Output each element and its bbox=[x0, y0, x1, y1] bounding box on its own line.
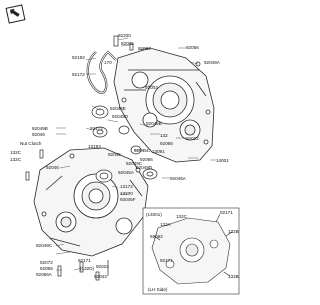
part-label: 92022 bbox=[96, 264, 109, 269]
part-label: 92045B bbox=[146, 121, 162, 126]
part-label: 92171 bbox=[160, 258, 173, 263]
part-label: 92066A bbox=[36, 272, 52, 277]
part-label: (132D) bbox=[80, 266, 95, 271]
part-label: 92171 bbox=[78, 258, 91, 263]
part-label: 92062 bbox=[138, 46, 151, 51]
part-label: 92045F bbox=[120, 197, 136, 202]
part-label: 132C bbox=[176, 214, 187, 219]
part-label: 92171 bbox=[220, 210, 233, 215]
part-label: 92022 bbox=[186, 136, 199, 141]
part-label: 13172 bbox=[120, 184, 133, 189]
part-label: 92072 bbox=[40, 260, 53, 265]
part-label: 170 bbox=[104, 60, 112, 65]
crankcase-exploded-diagram: ⬉ bbox=[5, 3, 240, 295]
part-label: 92046 bbox=[46, 165, 59, 170]
lh-side-inset bbox=[142, 207, 240, 295]
part-label: 132C bbox=[10, 157, 21, 162]
right-crankcase-half bbox=[113, 47, 215, 163]
part-label: 92049C bbox=[126, 161, 143, 166]
part-label: 132A bbox=[160, 222, 171, 227]
part-label: 92200 bbox=[118, 33, 131, 38]
leader-lines bbox=[55, 37, 216, 271]
part-label: 92066 bbox=[186, 45, 199, 50]
part-label: 92192 bbox=[72, 55, 85, 60]
part-label: 92043 bbox=[94, 274, 107, 279]
bolts bbox=[25, 35, 134, 281]
part-label: 92049B bbox=[32, 126, 48, 131]
part-label: 92045A bbox=[118, 170, 134, 175]
part-label: 92062 bbox=[150, 234, 163, 239]
part-label: 13270 bbox=[120, 191, 133, 196]
part-label: 92066 bbox=[160, 141, 173, 146]
part-label: 92049C bbox=[36, 243, 53, 248]
part-label: 92005 bbox=[121, 41, 134, 46]
part-label: 92045 bbox=[108, 152, 121, 157]
nut-clutch-label: Nut Clutch bbox=[20, 141, 42, 146]
part-label: 13183 bbox=[88, 144, 101, 149]
left-crankcase-half bbox=[33, 147, 149, 257]
part-label: 92065 bbox=[40, 266, 53, 271]
part-label: 132B bbox=[228, 229, 239, 234]
part-label: 92049D bbox=[136, 165, 153, 170]
part-label: 92046A bbox=[170, 176, 186, 181]
part-label: 132 bbox=[160, 133, 168, 138]
part-label: 92172 bbox=[72, 72, 85, 77]
part-label: 132B bbox=[228, 274, 239, 279]
part-label: 13091 bbox=[152, 149, 165, 154]
part-label: 92045E bbox=[110, 106, 126, 111]
part-label: 14001 bbox=[216, 158, 229, 163]
part-label: 92046 bbox=[32, 132, 45, 137]
part-label: 92066 bbox=[140, 157, 153, 162]
part-label: 92045D bbox=[112, 114, 129, 119]
parts-drawing bbox=[25, 35, 240, 295]
part-label: 92172 bbox=[90, 126, 103, 131]
part-label: 132C bbox=[10, 150, 21, 155]
part-label: (14001) bbox=[146, 212, 162, 217]
part-label: 92045C bbox=[134, 148, 151, 153]
inset-lh-side-label: (LH Side) bbox=[148, 287, 168, 292]
part-label: 92043 bbox=[145, 85, 158, 90]
part-label: 92049A bbox=[204, 60, 220, 65]
